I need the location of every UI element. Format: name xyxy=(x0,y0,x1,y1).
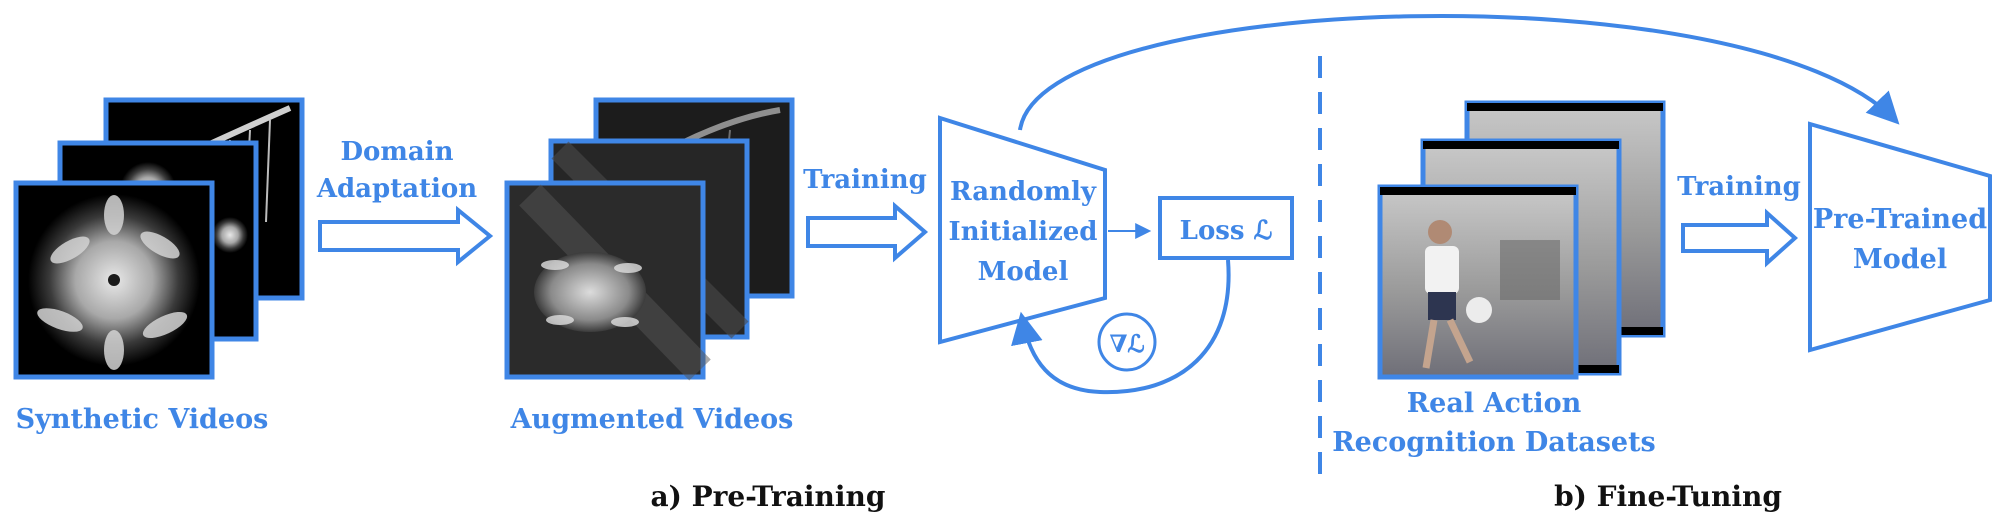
synthetic-video-stack xyxy=(13,97,305,380)
loss-box xyxy=(1158,196,1294,260)
pretrained-model-label-line2: Model xyxy=(1853,244,1947,275)
synthetic-videos-label: Synthetic Videos xyxy=(16,404,269,435)
gradient-circle xyxy=(1097,312,1157,372)
weight-transfer-arrow xyxy=(1018,14,1900,131)
random-model-label-line3: Model xyxy=(978,257,1069,287)
augmented-videos-label: Augmented Videos xyxy=(510,404,794,435)
real-frame-front xyxy=(1377,184,1579,380)
real-datasets-label-line2: Recognition Datasets xyxy=(1332,427,1656,458)
augmented-frame-front xyxy=(504,180,711,381)
domain-adaptation-label-line1: Domain xyxy=(340,137,453,167)
domain-adaptation-label-line2: Adaptation xyxy=(316,174,477,204)
pretrained-model-shape xyxy=(1808,121,1992,353)
gradient-label: ∇ℒ xyxy=(1109,329,1144,358)
synthetic-frame-front xyxy=(13,180,215,380)
finetuning-caption: b) Fine-Tuning xyxy=(1554,480,1782,513)
pretraining-training-arrow xyxy=(806,201,929,263)
random-model-label-line1: Randomly xyxy=(950,177,1097,207)
loss-label: Loss ℒ xyxy=(1180,216,1273,246)
augmented-video-stack xyxy=(504,97,795,381)
domain-adaptation-arrow xyxy=(318,205,494,267)
random-model-label-line2: Initialized xyxy=(949,217,1098,247)
pretraining-training-label: Training xyxy=(803,165,927,195)
finetuning-training-arrow xyxy=(1681,208,1799,268)
real-video-stack xyxy=(1377,100,1666,380)
finetuning-training-label: Training xyxy=(1677,172,1801,202)
pretrained-model-label-line1: Pre-Trained xyxy=(1813,204,1987,235)
real-datasets-label-line1: Real Action xyxy=(1407,388,1582,419)
pretraining-caption: a) Pre-Training xyxy=(650,480,885,513)
randomly-initialized-model-shape xyxy=(938,115,1107,345)
gradient-feedback-arrow xyxy=(1011,259,1231,395)
